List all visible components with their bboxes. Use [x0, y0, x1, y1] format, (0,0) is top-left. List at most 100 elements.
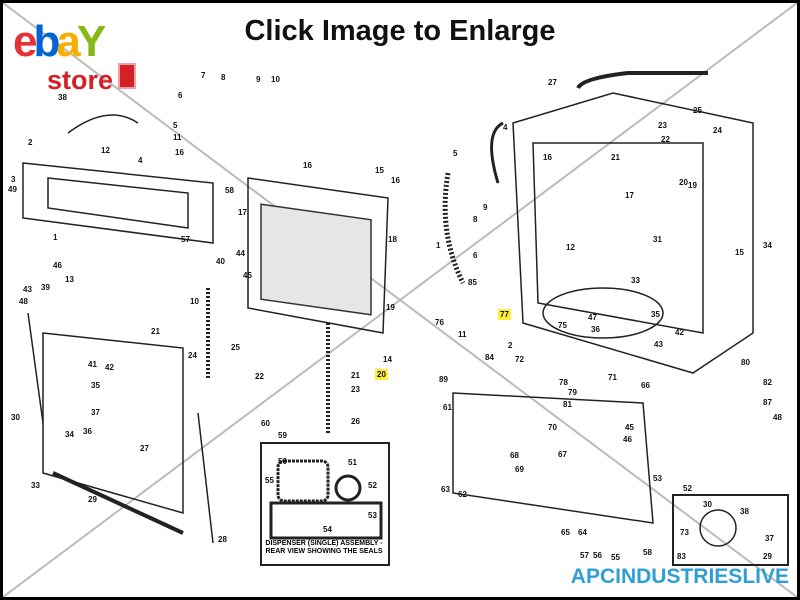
part-number-label: 16 — [303, 161, 312, 170]
part-number-label: 49 — [8, 185, 17, 194]
part-number-label: 69 — [515, 465, 524, 474]
highlighted-part-label[interactable]: 20 — [375, 369, 388, 380]
part-number-label: 54 — [323, 525, 332, 534]
door-panel — [260, 203, 372, 316]
ebay-store-logo[interactable]: ebaY store — [11, 13, 141, 95]
part-number-label: 19 — [386, 303, 395, 312]
part-number-label: 29 — [763, 552, 772, 561]
part-number-label: 6 — [473, 251, 478, 260]
part-number-label: 10 — [190, 297, 199, 306]
part-number-label: 58 — [225, 186, 234, 195]
ebay-wordmark: ebaY — [13, 17, 106, 66]
part-number-label: 10 — [271, 75, 280, 84]
part-number-label: 18 — [388, 235, 397, 244]
part-number-label: 9 — [483, 203, 488, 212]
part-number-label: 85 — [468, 278, 477, 287]
part-number-label: 68 — [510, 451, 519, 460]
part-number-label: 30 — [11, 413, 20, 422]
dispenser-inset — [260, 442, 390, 566]
control-panel — [22, 162, 214, 244]
part-number-label: 33 — [31, 481, 40, 490]
part-number-label: 37 — [91, 408, 100, 417]
part-number-label: 63 — [441, 485, 450, 494]
part-number-label: 46 — [53, 261, 62, 270]
base-frame — [452, 392, 654, 524]
part-number-label: 48 — [773, 413, 782, 422]
seal — [276, 459, 330, 503]
part-number-label: 1 — [53, 233, 58, 242]
part-number-label: 36 — [591, 325, 600, 334]
part-number-label: 59 — [278, 431, 287, 440]
part-number-label: 8 — [221, 73, 226, 82]
part-number-label: 20 — [679, 178, 688, 187]
part-number-label: 53 — [653, 474, 662, 483]
pump — [699, 509, 737, 547]
part-number-label: 62 — [458, 490, 467, 499]
part-number-label: 23 — [351, 385, 360, 394]
part-number-label: 16 — [391, 176, 400, 185]
part-number-label: 21 — [151, 327, 160, 336]
part-number-label: 89 — [439, 375, 448, 384]
part-number-label: 12 — [101, 146, 110, 155]
part-number-label: 12 — [566, 243, 575, 252]
part-number-label: 3 — [11, 175, 16, 184]
part-number-label: 42 — [105, 363, 114, 372]
part-number-label: 5 — [173, 121, 178, 130]
page-title[interactable]: Click Image to Enlarge — [244, 15, 556, 47]
part-number-label: 16 — [175, 148, 184, 157]
part-number-label: 25 — [231, 343, 240, 352]
watermark-text: APCINDUSTRIESLIVE — [570, 565, 789, 588]
part-number-label: 30 — [703, 500, 712, 509]
fill-pipe — [576, 71, 708, 90]
watermark-diagonal — [3, 3, 797, 597]
part-number-label: 52 — [683, 484, 692, 493]
side-trim — [27, 312, 44, 424]
part-number-label: 81 — [563, 400, 572, 409]
hose — [490, 121, 504, 184]
dispenser-body — [269, 501, 383, 540]
part-number-label: 47 — [588, 313, 597, 322]
part-number-label: 79 — [568, 388, 577, 397]
part-number-label: 67 — [558, 450, 567, 459]
part-number-label: 57 — [580, 551, 589, 560]
side-trim — [197, 412, 214, 544]
part-number-label: 11 — [173, 133, 182, 142]
part-number-label: 1 — [436, 241, 441, 250]
part-number-label: 23 — [658, 121, 667, 130]
part-number-label: 2 — [28, 138, 33, 147]
part-number-label: 38 — [740, 507, 749, 516]
part-number-label: 22 — [255, 372, 264, 381]
panel-inner — [47, 177, 189, 229]
diagram-drawing — [3, 3, 797, 597]
wire-harness — [67, 114, 139, 134]
part-number-label: 9 — [256, 75, 261, 84]
part-number-label: 76 — [435, 318, 444, 327]
part-number-label: 43 — [23, 285, 32, 294]
part-number-label: 87 — [763, 398, 772, 407]
pump-inset — [672, 494, 789, 566]
part-number-label: 24 — [188, 351, 197, 360]
part-number-label: 78 — [559, 378, 568, 387]
part-number-label: 15 — [735, 248, 744, 257]
door-icon — [118, 63, 136, 89]
part-number-label: 65 — [561, 528, 570, 537]
part-number-label: 35 — [91, 381, 100, 390]
drain-hose — [442, 172, 466, 285]
tub — [512, 92, 754, 374]
part-number-label: 8 — [473, 215, 478, 224]
part-number-label: 56 — [593, 551, 602, 560]
inset-caption: DISPENSER (SINGLE) ASSEMBLY - REAR VIEW … — [265, 540, 383, 555]
part-number-label: 52 — [368, 481, 377, 490]
part-number-label: 33 — [631, 276, 640, 285]
part-number-label: 2 — [508, 341, 513, 350]
part-number-label: 72 — [515, 355, 524, 364]
highlighted-part-label[interactable]: 77 — [498, 309, 511, 320]
part-number-label: 25 — [693, 106, 702, 115]
part-number-label: 28 — [218, 535, 227, 544]
tub-sump — [542, 287, 664, 339]
part-number-label: 66 — [641, 381, 650, 390]
part-number-label: 39 — [41, 283, 50, 292]
part-number-label: 11 — [458, 330, 467, 339]
part-number-label: 55 — [611, 553, 620, 562]
